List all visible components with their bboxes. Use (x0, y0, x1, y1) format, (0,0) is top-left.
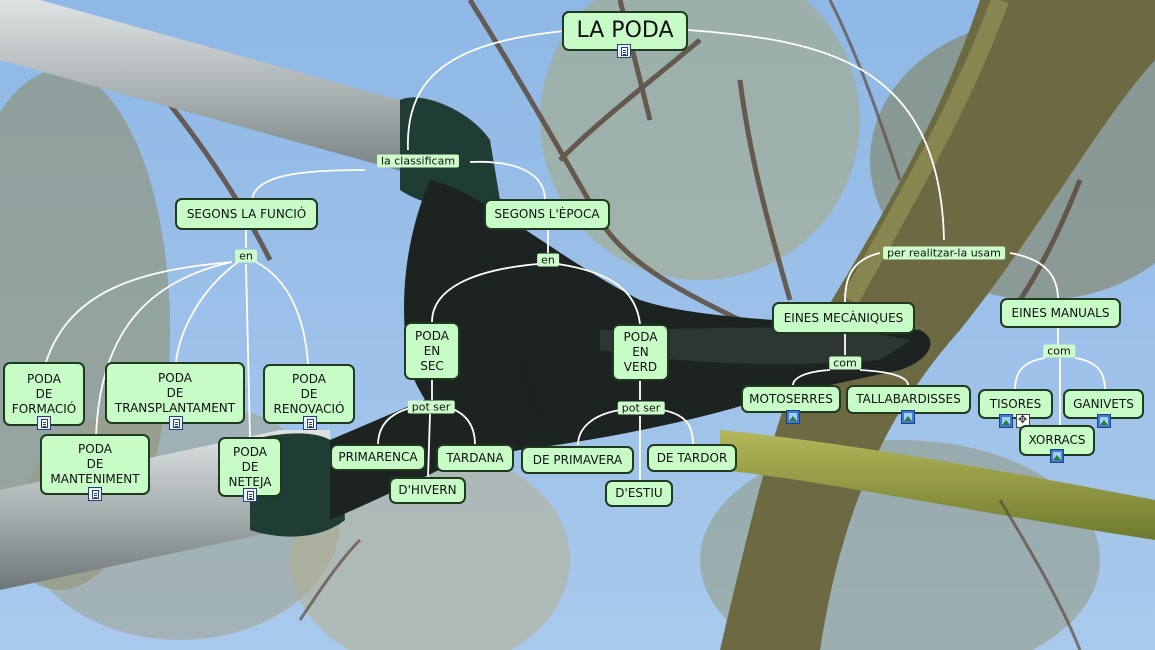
concept-dhivern[interactable]: D'HIVERN (389, 477, 466, 504)
document-icon[interactable] (617, 44, 631, 58)
document-icon[interactable] (169, 416, 183, 430)
concept-de-tardor[interactable]: DE TARDOR (647, 444, 737, 472)
image-icon[interactable] (1097, 414, 1111, 428)
image-icon[interactable] (1050, 449, 1064, 463)
image-icon[interactable] (786, 410, 800, 424)
image-icon[interactable] (901, 410, 915, 424)
concept-primarenca[interactable]: PRIMARENCA (330, 444, 426, 471)
document-icon[interactable] (243, 488, 257, 502)
concept-motoserres[interactable]: MOTOSERRES (741, 385, 841, 413)
concept-poda-transplantament[interactable]: PODA DE TRANSPLANTAMENT (105, 362, 245, 424)
link-label-com-mecaniques: com (829, 357, 861, 370)
concept-de-primavera[interactable]: DE PRIMAVERA (521, 446, 634, 474)
concept-poda-manteniment[interactable]: PODA DE MANTENIMENT (40, 434, 150, 495)
link-label-use: per realitzar-la usam (883, 247, 1005, 260)
image-icon[interactable] (999, 414, 1013, 428)
concept-poda-renovacio[interactable]: PODA DE RENOVACIÓ (263, 364, 355, 424)
link-label-pot-ser-sec: pot ser (408, 401, 455, 414)
link-label-pot-ser-verd: pot ser (618, 402, 665, 415)
concept-eines-manuals[interactable]: EINES MANUALS (1000, 298, 1121, 328)
link-label-en-epoca: en (537, 254, 559, 267)
document-icon[interactable] (37, 416, 51, 430)
concept-tardana[interactable]: TARDANA (436, 444, 514, 472)
concept-poda-en-sec[interactable]: PODA EN SEC (404, 322, 460, 380)
concept-segons-funcio[interactable]: SEGONS LA FUNCIÓ (175, 198, 318, 230)
concept-poda-en-verd[interactable]: PODA EN VERD (612, 324, 669, 381)
document-icon[interactable] (303, 416, 317, 430)
document-icon[interactable] (88, 487, 102, 501)
link-label-com-manuals: com (1043, 345, 1075, 358)
concept-destiu[interactable]: D'ESTIU (605, 480, 673, 507)
concept-eines-mecaniques[interactable]: EINES MECÀNIQUES (772, 302, 915, 334)
link-label-classify: la classificam (377, 155, 459, 168)
concept-segons-epoca[interactable]: SEGONS L'ÈPOCA (484, 199, 610, 230)
link-label-en-funcio: en (235, 250, 257, 263)
